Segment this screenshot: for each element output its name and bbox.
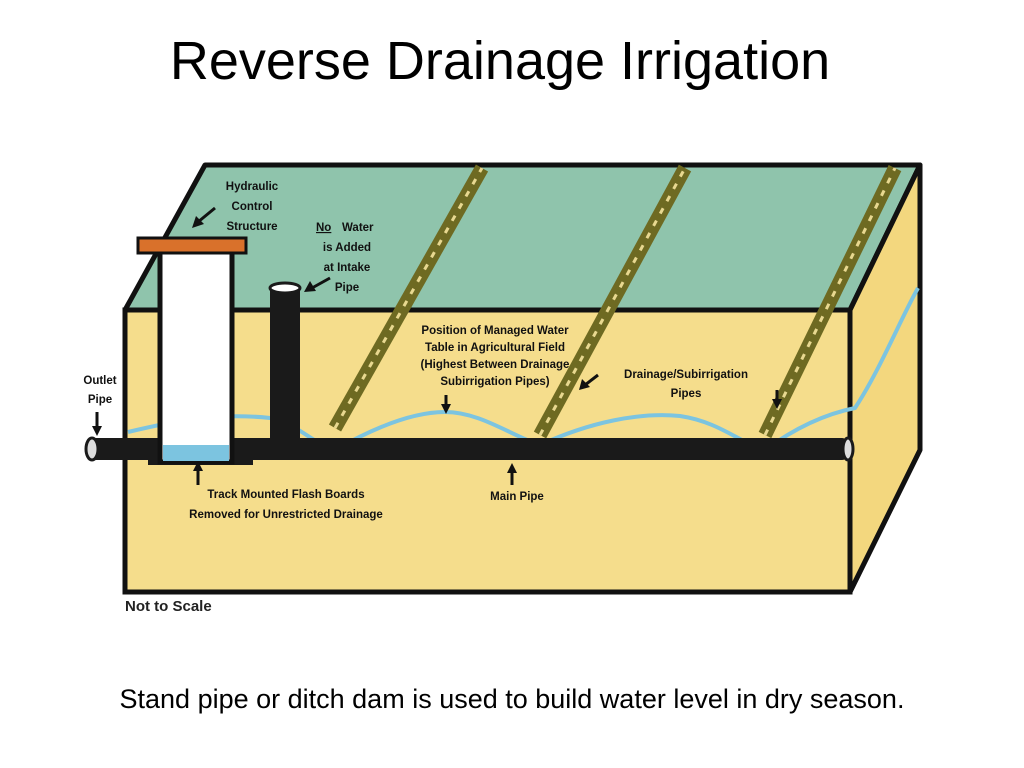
label-main-pipe: Main Pipe — [490, 491, 544, 503]
label-water-table: Position of Managed Water Table in Agric… — [421, 325, 570, 388]
label-arrows — [92, 206, 782, 485]
label-flash-boards: Track Mounted Flash Boards Removed for U… — [189, 489, 383, 521]
intake-pipe — [268, 281, 302, 448]
svg-text:Drainage/Subirrigation: Drainage/Subirrigation — [624, 369, 748, 381]
soil-side-face — [847, 162, 923, 595]
label-hydraulic-control: Hydraulic Control Structure — [226, 181, 279, 233]
svg-text:Control: Control — [232, 201, 273, 213]
svg-text:Water: Water — [342, 222, 374, 234]
structure-cap — [136, 236, 248, 255]
svg-text:Pipes: Pipes — [671, 388, 702, 400]
svg-text:Outlet: Outlet — [83, 375, 116, 387]
main-pipe-end — [841, 436, 855, 462]
svg-text:Position of Managed Water: Position of Managed Water — [421, 325, 569, 337]
svg-text:Pipe: Pipe — [335, 282, 359, 294]
drainage-pipes — [328, 164, 902, 439]
slide-title: Reverse Drainage Irrigation — [169, 31, 831, 91]
svg-text:Hydraulic: Hydraulic — [226, 181, 279, 193]
svg-text:Structure: Structure — [226, 221, 277, 233]
svg-text:Pipe: Pipe — [88, 394, 112, 406]
label-drainage-pipes: Drainage/Subirrigation Pipes — [624, 369, 748, 400]
label-outlet-pipe: Outlet Pipe — [83, 375, 116, 406]
svg-text:Subirrigation Pipes): Subirrigation Pipes) — [440, 376, 549, 388]
label-no-water: No Water is Added at Intake Pipe — [316, 222, 374, 294]
svg-text:Removed for Unrestricted Drain: Removed for Unrestricted Drainage — [189, 509, 383, 521]
svg-text:Table in Agricultural Field: Table in Agricultural Field — [425, 342, 565, 354]
drainage-diagram: Hydraulic Control Structure No Water is … — [80, 160, 925, 615]
svg-text:is Added: is Added — [323, 242, 371, 254]
svg-text:at Intake: at Intake — [324, 262, 371, 274]
hydraulic-control-structure — [136, 236, 253, 465]
svg-text:(Highest Between Drainage: (Highest Between Drainage — [421, 359, 570, 371]
svg-text:No: No — [316, 222, 331, 234]
slide-caption: Stand pipe or ditch dam is used to build… — [119, 684, 905, 714]
outlet-pipe-end — [84, 436, 100, 462]
svg-text:Track Mounted Flash Boards: Track Mounted Flash Boards — [207, 489, 364, 501]
scale-note: Not to Scale — [125, 598, 212, 615]
